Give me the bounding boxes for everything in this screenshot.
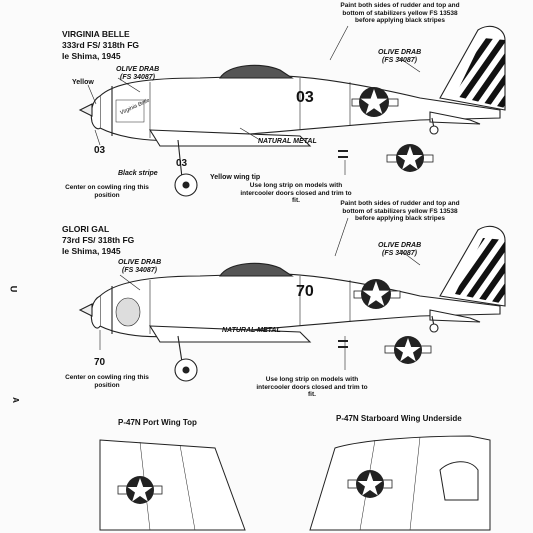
tail-note-top: Paint both sides of rudder and top and b… [340, 2, 460, 24]
port-wing-top-outline [99, 439, 246, 531]
cowl-code-top: 03 [94, 145, 106, 156]
unit-top: 333rd FS/ 318th FG [62, 40, 139, 50]
margin-mark-2: A [10, 397, 20, 403]
cowl-note-bottom: Center on cowling ring this position [65, 374, 149, 389]
starboard-wing-underside-outline [309, 435, 491, 531]
gear-code-top: 03 [176, 158, 188, 169]
olive-drab-right-bottom: OLIVE DRAB [378, 242, 422, 249]
fs-right-bottom: (FS 34087) [382, 250, 418, 257]
starboard-wing-title: P-47N Starboard Wing Underside [336, 414, 462, 423]
olive-drab-left-bottom: OLIVE DRAB [118, 259, 162, 266]
olive-drab-left-top: OLIVE DRAB [116, 66, 160, 73]
leader-lines [87, 25, 421, 370]
fuselage-code-bottom: 70 [296, 283, 314, 300]
yellow-wing-tip-label: Yellow wing tip [210, 174, 261, 181]
national-insignia-top-fuselage [351, 87, 399, 117]
aircraft-name-bottom: GLORI GAL [62, 224, 110, 234]
unit-bottom: 73rd FS/ 318th FG [62, 235, 135, 245]
cowl-code-bottom: 70 [94, 357, 106, 368]
port-wing-title: P-47N Port Wing Top [118, 418, 197, 427]
aircraft-name-top: VIRGINIA BELLE [62, 29, 130, 39]
location-bottom: Ie Shima, 1945 [62, 246, 121, 256]
margin-mark-1: U [8, 285, 19, 293]
national-insignia-top-underwing [386, 144, 434, 172]
national-insignia-starboard-wing [347, 470, 393, 498]
strip-note-bottom: Use long strip on models with intercoole… [256, 376, 368, 398]
strip-note-top: Use long strip on models with intercoole… [240, 182, 352, 204]
natural-metal-bottom: NATURAL METAL [222, 327, 281, 334]
yellow-label: Yellow [72, 79, 94, 86]
black-stripe-label: Black stripe [118, 170, 158, 177]
fuselage-code-top: 03 [296, 89, 314, 106]
national-insignia-bottom-underwing [384, 336, 432, 364]
fs-right-top: (FS 34087) [382, 57, 418, 64]
national-insignia-port-wing [117, 476, 163, 504]
natural-metal-top: NATURAL METAL [258, 138, 317, 145]
national-insignia-bottom-fuselage [353, 279, 401, 309]
strip-decals [338, 150, 348, 348]
tail-note-bottom: Paint both sides of rudder and top and b… [340, 200, 460, 222]
fs-left-top: (FS 34087) [120, 74, 156, 81]
aircraft-profile-top [78, 25, 506, 197]
location-top: Ie Shima, 1945 [62, 51, 121, 61]
olive-drab-right-top: OLIVE DRAB [378, 49, 422, 56]
cowl-note-top: Center on cowling ring this position [65, 184, 149, 199]
aircraft-profile-bottom [78, 225, 506, 382]
fs-left-bottom: (FS 34087) [122, 267, 158, 274]
